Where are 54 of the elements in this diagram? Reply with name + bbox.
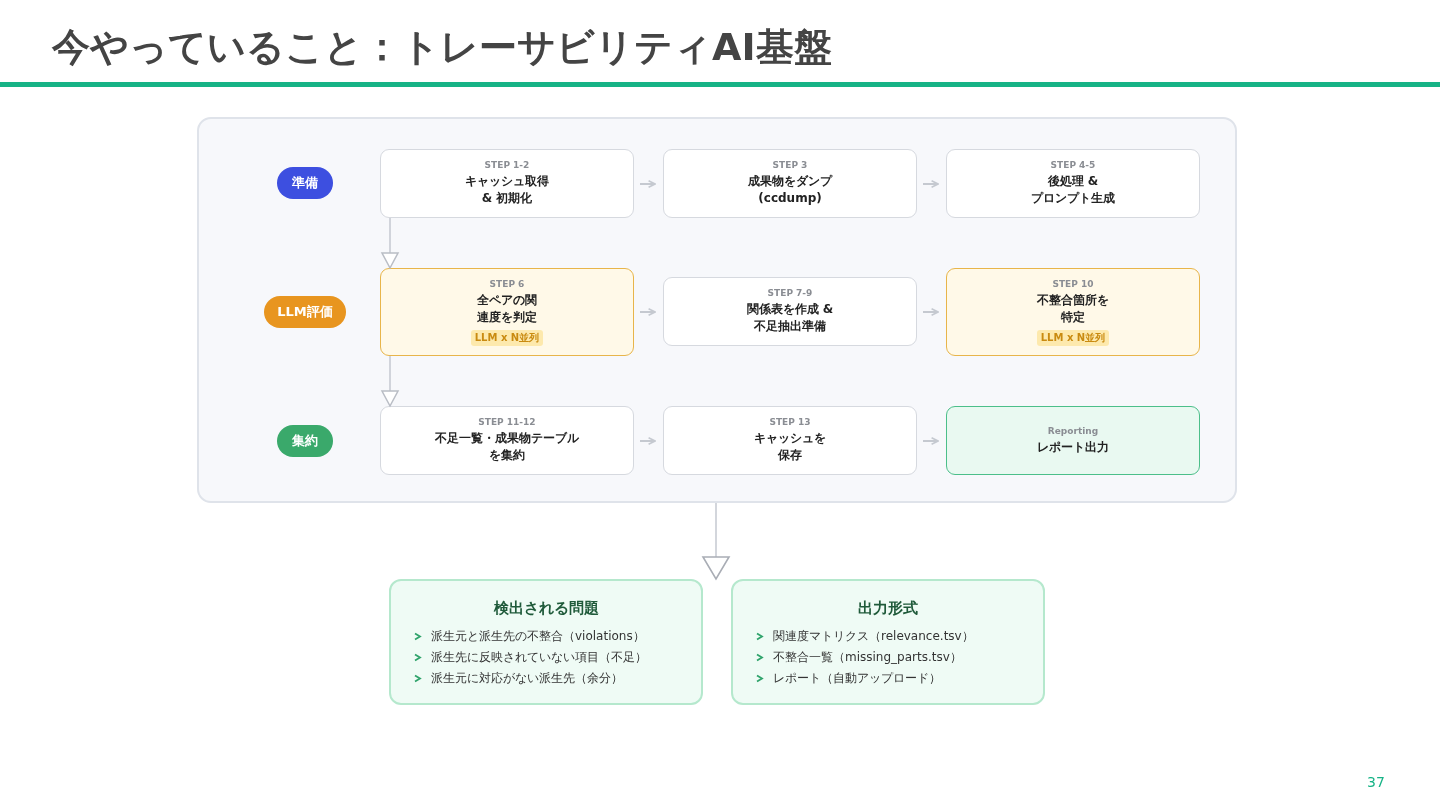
step-label: STEP 10 (1052, 278, 1094, 289)
step-label: STEP 13 (769, 417, 811, 427)
phase-pill: 準備 (277, 167, 333, 199)
step-box (380, 406, 634, 475)
slide-title: 今やっていること：トレーサビリティAI基盤 (52, 24, 832, 71)
page-number: 37 (1367, 774, 1385, 790)
step-text: 後処理 & プロンプト生成 (1030, 173, 1116, 207)
down-triangle-arrow (381, 217, 399, 269)
bullet-text: 不整合一覧（missing_parts.tsv） (773, 649, 962, 666)
phase-pill: LLM評価 (264, 296, 346, 328)
card-heading: 出力形式 (857, 599, 919, 618)
bullet-text: 派生元と派生先の不整合（violations） (431, 628, 645, 645)
bullet-text: レポート（自動アップロード） (773, 670, 941, 687)
step-box (663, 277, 917, 346)
step-text: キャッシュ取得 & 初期化 (464, 173, 550, 207)
step-box (380, 149, 634, 218)
down-triangle-arrow (702, 502, 730, 580)
phase-pill: 集約 (277, 425, 333, 457)
step-text: レポート出力 (1037, 438, 1109, 456)
step-text: 全ペアの関連度を判定 (476, 291, 538, 326)
step-box (663, 406, 917, 475)
bullet-text: 関連度マトリクス（relevance.tsv） (773, 628, 974, 645)
step-label: STEP 3 (772, 160, 808, 170)
arrow (639, 308, 656, 316)
arrow (922, 180, 939, 188)
step-box (946, 268, 1200, 356)
step-text: 成果物をダンプ (ccdump) (747, 173, 834, 207)
step-box (380, 268, 634, 356)
arrow (639, 180, 656, 188)
down-triangle-arrow (381, 355, 399, 407)
arrow (922, 437, 939, 445)
arrow (922, 308, 939, 316)
bullet-text: 派生元に対応がない派生先（余分） (431, 670, 623, 687)
step-text: 不足一覧・成果物テーブルを集約 (434, 430, 580, 464)
summary-card (731, 579, 1045, 705)
step-label: STEP 6 (489, 278, 525, 289)
step-label: STEP 7-9 (767, 288, 813, 298)
arrow (639, 437, 656, 445)
step-box (946, 406, 1200, 475)
panel-background (197, 117, 1237, 503)
step-text: 関係表を作成 & 不足抽出準備 (745, 301, 835, 335)
step-text: 不整合箇所を特定 (1036, 291, 1110, 326)
step-label: Reporting (1047, 425, 1099, 436)
tag-badge: LLM x N並列 (470, 329, 544, 346)
summary-card (389, 579, 703, 705)
tag-badge: LLM x N並列 (1036, 329, 1110, 346)
step-box (663, 149, 917, 218)
step-text: キャッシュを保存 (753, 430, 827, 464)
step-label: STEP 1-2 (484, 160, 530, 170)
step-box (946, 149, 1200, 218)
step-label: STEP 4-5 (1050, 160, 1096, 170)
card-heading: 検出される問題 (492, 599, 600, 618)
step-label: STEP 11-12 (478, 417, 536, 427)
bullet-text: 派生先に反映されていない項目（不足） (431, 649, 647, 666)
